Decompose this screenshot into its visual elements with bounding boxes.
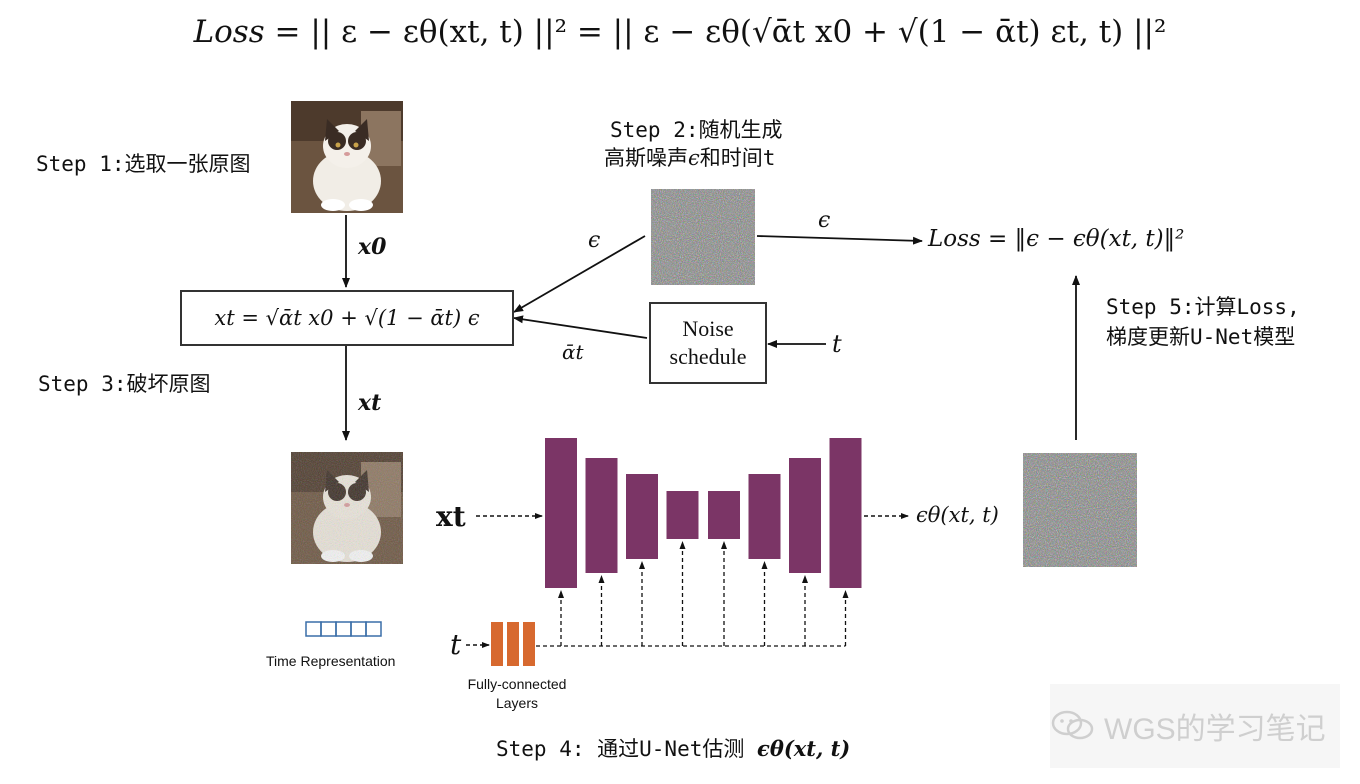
- step5-label-line2: 梯度更新U-Net模型: [1106, 325, 1296, 349]
- unet-block-4: [666, 491, 699, 539]
- t-input-schedule-label: t: [832, 330, 842, 358]
- original-cat-image: [291, 101, 403, 213]
- fc-layer-1: [491, 622, 503, 666]
- unet-block-3: [626, 474, 658, 559]
- unet-block-6: [748, 474, 781, 559]
- time-cell: [365, 621, 382, 637]
- x0-label: x0: [358, 234, 387, 260]
- fully-connected-layers: [491, 622, 535, 666]
- step2-label-line1: Step 2:随机生成: [610, 118, 783, 142]
- noise-schedule-box: Noise schedule: [649, 302, 767, 384]
- wechat-icon: [1051, 710, 1094, 740]
- arrow-noise-to-loss: [756, 235, 923, 245]
- arrow-noise-to-formula: [513, 235, 646, 313]
- epsilon-left-label: ϵ: [588, 228, 601, 253]
- fc-layer-2: [507, 622, 519, 666]
- step4-text: Step 4: 通过U-Net估测: [496, 737, 745, 761]
- unet-block-8: [829, 438, 862, 588]
- unet-blocks: [545, 438, 862, 588]
- unet-block-7: [789, 458, 821, 573]
- step4-label: Step 4: 通过U-Net估测 ϵθ(xt, t): [496, 733, 850, 763]
- loss-formula-rhs: = || ε − εθ(xt, t) ||² = || ε − εθ(√ᾱt x…: [274, 14, 1167, 50]
- alpha-bar-label: ᾱt: [562, 340, 584, 364]
- step1-label: Step 1:选取一张原图: [36, 152, 251, 176]
- watermark-text: WGS的学习笔记: [1104, 713, 1326, 746]
- unet-block-5: [708, 491, 740, 539]
- unet-block-1: [545, 438, 577, 588]
- unet-block-2: [585, 458, 618, 573]
- predicted-noise-image: [1023, 453, 1137, 567]
- time-representation-label: Time Representation: [266, 653, 396, 669]
- step3-label: Step 3:破坏原图: [38, 372, 211, 396]
- time-cell: [320, 621, 337, 637]
- noisy-cat-image: [291, 452, 403, 564]
- step5-label-line1: Step 5:计算Loss,: [1106, 295, 1300, 319]
- step2-text-a: 高斯噪声: [604, 146, 688, 170]
- xt-label: xt: [358, 390, 382, 416]
- xt-unet-input-label: xt: [436, 500, 466, 533]
- gaussian-noise-image: [651, 189, 755, 285]
- step2-text-b: 和时间t: [699, 146, 776, 170]
- loss-formula-header: Loss = || ε − εθ(xt, t) ||² = || ε − εθ(…: [0, 14, 1360, 50]
- step2-label-line2: 高斯噪声ϵ和时间t: [604, 142, 775, 172]
- time-cell: [335, 621, 352, 637]
- fc-layers-label-line2: Layers: [495, 695, 539, 711]
- time-cell: [305, 621, 322, 637]
- watermark: WGS的学习笔记: [1050, 684, 1340, 768]
- noise-schedule-line1: Noise: [682, 316, 734, 341]
- time-cell: [350, 621, 367, 637]
- arrow-schedule-to-formula: [513, 315, 648, 339]
- fc-layers-label-line1: Fully-connected: [467, 676, 567, 692]
- step4-math: ϵθ(xt, t): [757, 736, 851, 761]
- forward-diffusion-formula: xt = √ᾱt x0 + √(1 − ᾱt) ϵ: [214, 306, 480, 330]
- loss-formula-lhs: Loss: [193, 14, 265, 50]
- t-fc-input-label: t: [450, 628, 462, 661]
- time-representation-vector: [305, 621, 382, 637]
- fc-layer-3: [523, 622, 535, 666]
- noise-schedule-line2: schedule: [669, 344, 747, 369]
- loss-rhs-label: Loss = ‖ϵ − ϵθ(xt, t)‖²: [928, 226, 1185, 252]
- forward-diffusion-formula-box: xt = √ᾱt x0 + √(1 − ᾱt) ϵ: [180, 290, 514, 346]
- step2-epsilon: ϵ: [688, 146, 700, 170]
- fc-layers-label: Fully-connected Layers: [452, 675, 582, 713]
- time-connectors: [536, 541, 849, 647]
- epsilon-top-label: ϵ: [818, 208, 831, 233]
- eps-theta-output-label: ϵθ(xt, t): [916, 503, 999, 527]
